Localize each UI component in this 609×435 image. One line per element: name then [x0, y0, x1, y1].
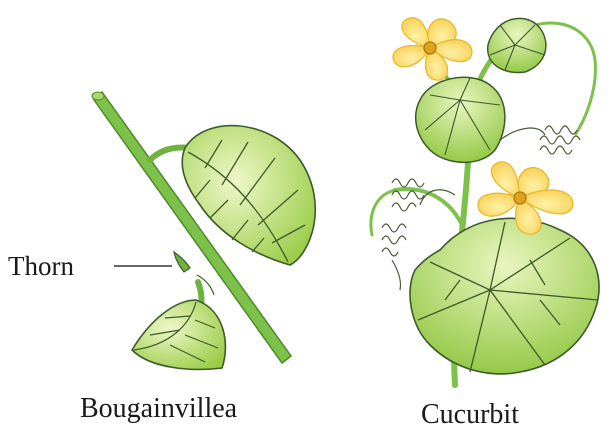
cucurbit-caption: Cucurbit: [421, 401, 519, 429]
cucurbit-large-leaf: [410, 218, 599, 374]
thorn-label: Thorn: [8, 253, 74, 280]
cucurbit-flower-top: [393, 18, 472, 80]
bougainvillea-lower-leaf: [132, 300, 225, 369]
bougainvillea-caption: Bougainvillea: [80, 395, 237, 423]
cucurbit-middle-leaf: [416, 77, 505, 162]
cucurbit-plant: [371, 18, 599, 385]
bougainvillea-plant: [92, 92, 315, 369]
thorn-spine: [174, 252, 190, 272]
